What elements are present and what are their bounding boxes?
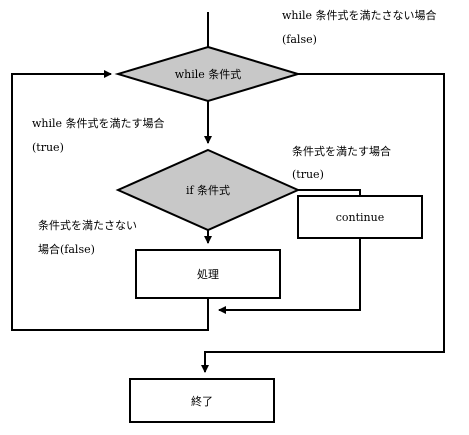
end-box [129,378,275,423]
while-false-connector [201,73,445,373]
while-condition-text: while 条件式 [175,67,242,81]
if-true-label-line2: (true) [292,168,324,181]
if-true-connector [298,189,361,196]
end-text: 終了 [191,394,213,408]
while-false-label-line1: while 条件式を満たさない場合 [282,9,437,22]
process-text: 処理 [197,268,219,281]
while-true-label-line2: (true) [32,141,64,154]
continue-text: continue [336,211,385,224]
if-false-label-line2: 場合(false) [38,243,95,256]
if-true-label-line1: 条件式を満たす場合 [292,145,391,158]
loop-back-connector [11,70,209,331]
continue-box [297,195,423,239]
if-condition-text: if 条件式 [186,183,230,197]
if-false-label-line1: 条件式を満たさない [38,219,137,232]
while-true-label-line1: while 条件式を満たす場合 [32,117,165,130]
continue-return-connector [218,238,361,314]
while-false-label-line2: (false) [282,33,317,46]
